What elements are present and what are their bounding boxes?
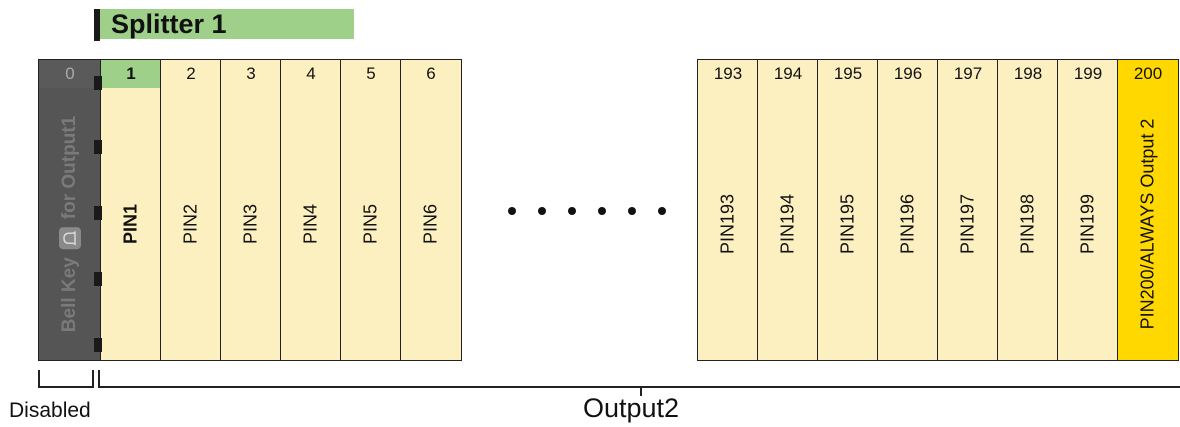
slot-body: PIN1 — [100, 88, 162, 361]
pin-label: PIN3 — [240, 203, 261, 245]
pin-label: PIN2 — [180, 203, 201, 245]
slot-body: Bell Key for Output1 — [38, 88, 102, 361]
output2-bracket — [98, 370, 1180, 388]
slot-body: PIN2 — [160, 88, 222, 361]
ellipsis-dot — [628, 207, 636, 215]
slot-number: 6 — [400, 59, 462, 89]
pin-label: PIN6 — [420, 203, 441, 245]
bell-key-text: Bell Key — [59, 257, 80, 333]
slot-body: PIN196 — [877, 88, 939, 361]
slot-number: 194 — [757, 59, 819, 89]
pin-label: PIN200/ALWAYS Output 2 — [1137, 118, 1158, 330]
slot-body: PIN194 — [757, 88, 819, 361]
ellipsis-dot — [598, 207, 606, 215]
bell-key-label: Bell Key for Output1 — [59, 116, 81, 332]
slot-number: 5 — [340, 59, 402, 89]
ellipsis-dot — [658, 207, 666, 215]
slot-number: 200 — [1117, 59, 1179, 89]
slot-number: 197 — [937, 59, 999, 89]
slot-body: PIN198 — [997, 88, 1059, 361]
slot-body: PIN197 — [937, 88, 999, 361]
ellipsis-dot — [568, 207, 576, 215]
ellipsis-dot — [538, 207, 546, 215]
slot-number: 2 — [160, 59, 222, 89]
slot-number: 196 — [877, 59, 939, 89]
pin-label: PIN5 — [360, 203, 381, 245]
slot-number: 1 — [100, 59, 162, 89]
for-output1-text: for Output1 — [59, 115, 80, 220]
slot-number: 199 — [1057, 59, 1119, 89]
disabled-bracket — [38, 370, 94, 388]
separator-notch — [94, 206, 102, 220]
ellipsis-dots — [508, 207, 678, 219]
slot-body: PIN195 — [817, 88, 879, 361]
ellipsis-dot — [508, 207, 516, 215]
bell-icon — [59, 227, 81, 250]
slot-number: 195 — [817, 59, 879, 89]
slot-number: 3 — [220, 59, 282, 89]
output2-bracket-tick — [640, 386, 642, 396]
slot-body: PIN193 — [697, 88, 759, 361]
pin-label: PIN196 — [897, 193, 918, 255]
separator-notch — [94, 140, 102, 154]
pin-label: PIN194 — [777, 193, 798, 255]
slot-body: PIN200/ALWAYS Output 2 — [1117, 88, 1179, 361]
pin-label: PIN4 — [300, 203, 321, 245]
disabled-caption: Disabled — [9, 399, 91, 422]
pin-label: PIN195 — [837, 193, 858, 255]
separator-notch — [94, 338, 102, 352]
slot-number: 193 — [697, 59, 759, 89]
output2-caption: Output2 — [583, 393, 680, 423]
pin-label: PIN197 — [957, 193, 978, 255]
slot-0-disabled: 0 Bell Key for Output1 — [38, 59, 102, 361]
slot-number: 0 — [38, 59, 102, 89]
slot-body: PIN4 — [280, 88, 342, 361]
slot-body: PIN5 — [340, 88, 402, 361]
slot-body: PIN199 — [1057, 88, 1119, 361]
pin-label: PIN199 — [1077, 193, 1098, 255]
separator-notch — [94, 272, 102, 286]
slot-body: PIN6 — [400, 88, 462, 361]
pin-label: PIN1 — [120, 203, 141, 245]
title-marker — [94, 9, 100, 41]
pin-label: PIN198 — [1017, 193, 1038, 255]
separator-notch — [94, 76, 102, 90]
slot-body: PIN3 — [220, 88, 282, 361]
slot-number: 198 — [997, 59, 1059, 89]
pin-label: PIN193 — [717, 193, 738, 255]
title-label: Splitter 1 — [100, 9, 354, 39]
slot-number: 4 — [280, 59, 342, 89]
